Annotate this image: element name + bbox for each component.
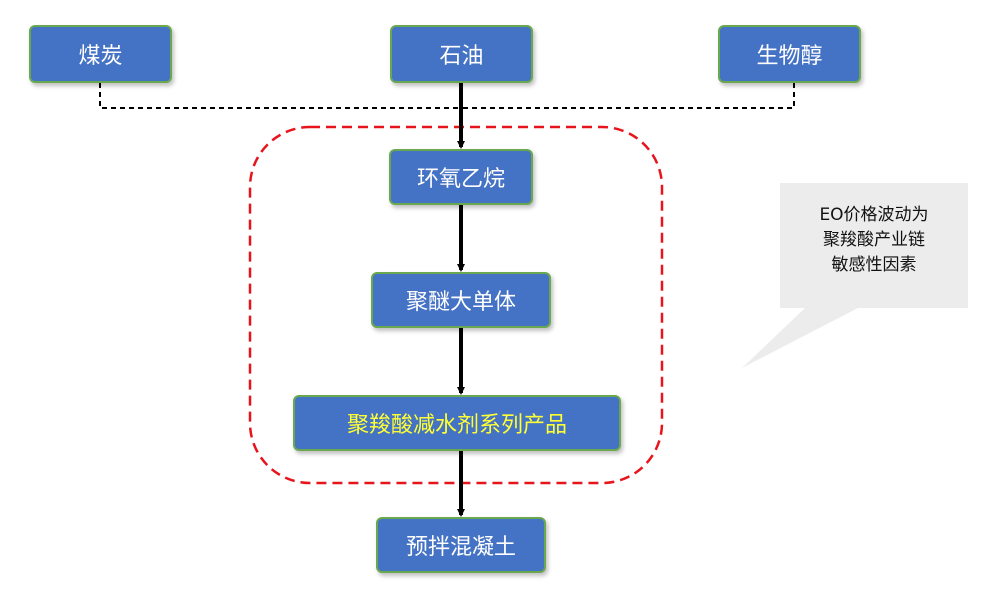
bioalcohol-node: 生物醇 [718,25,861,83]
coal-connector [99,83,460,109]
callout-line: 敏感性因素 [831,255,917,275]
pce-products-node: 聚羧酸减水剂系列产品 [293,395,621,451]
bioalcohol-connector [460,83,795,109]
oil-node: 石油 [390,25,533,83]
polyether-node: 聚醚大单体 [371,272,551,328]
callout-line: EO价格波动为 [819,205,929,225]
callout-line: 聚羧酸产业链 [823,230,925,250]
highlight-region [248,125,664,485]
concrete-node: 预拌混凝土 [376,517,546,573]
eo-node: 环氧乙烷 [389,149,533,205]
callout-text: EO价格波动为 聚羧酸产业链 敏感性因素 [790,203,958,278]
coal-node: 煤炭 [29,25,172,83]
callout-bubble [742,183,968,368]
